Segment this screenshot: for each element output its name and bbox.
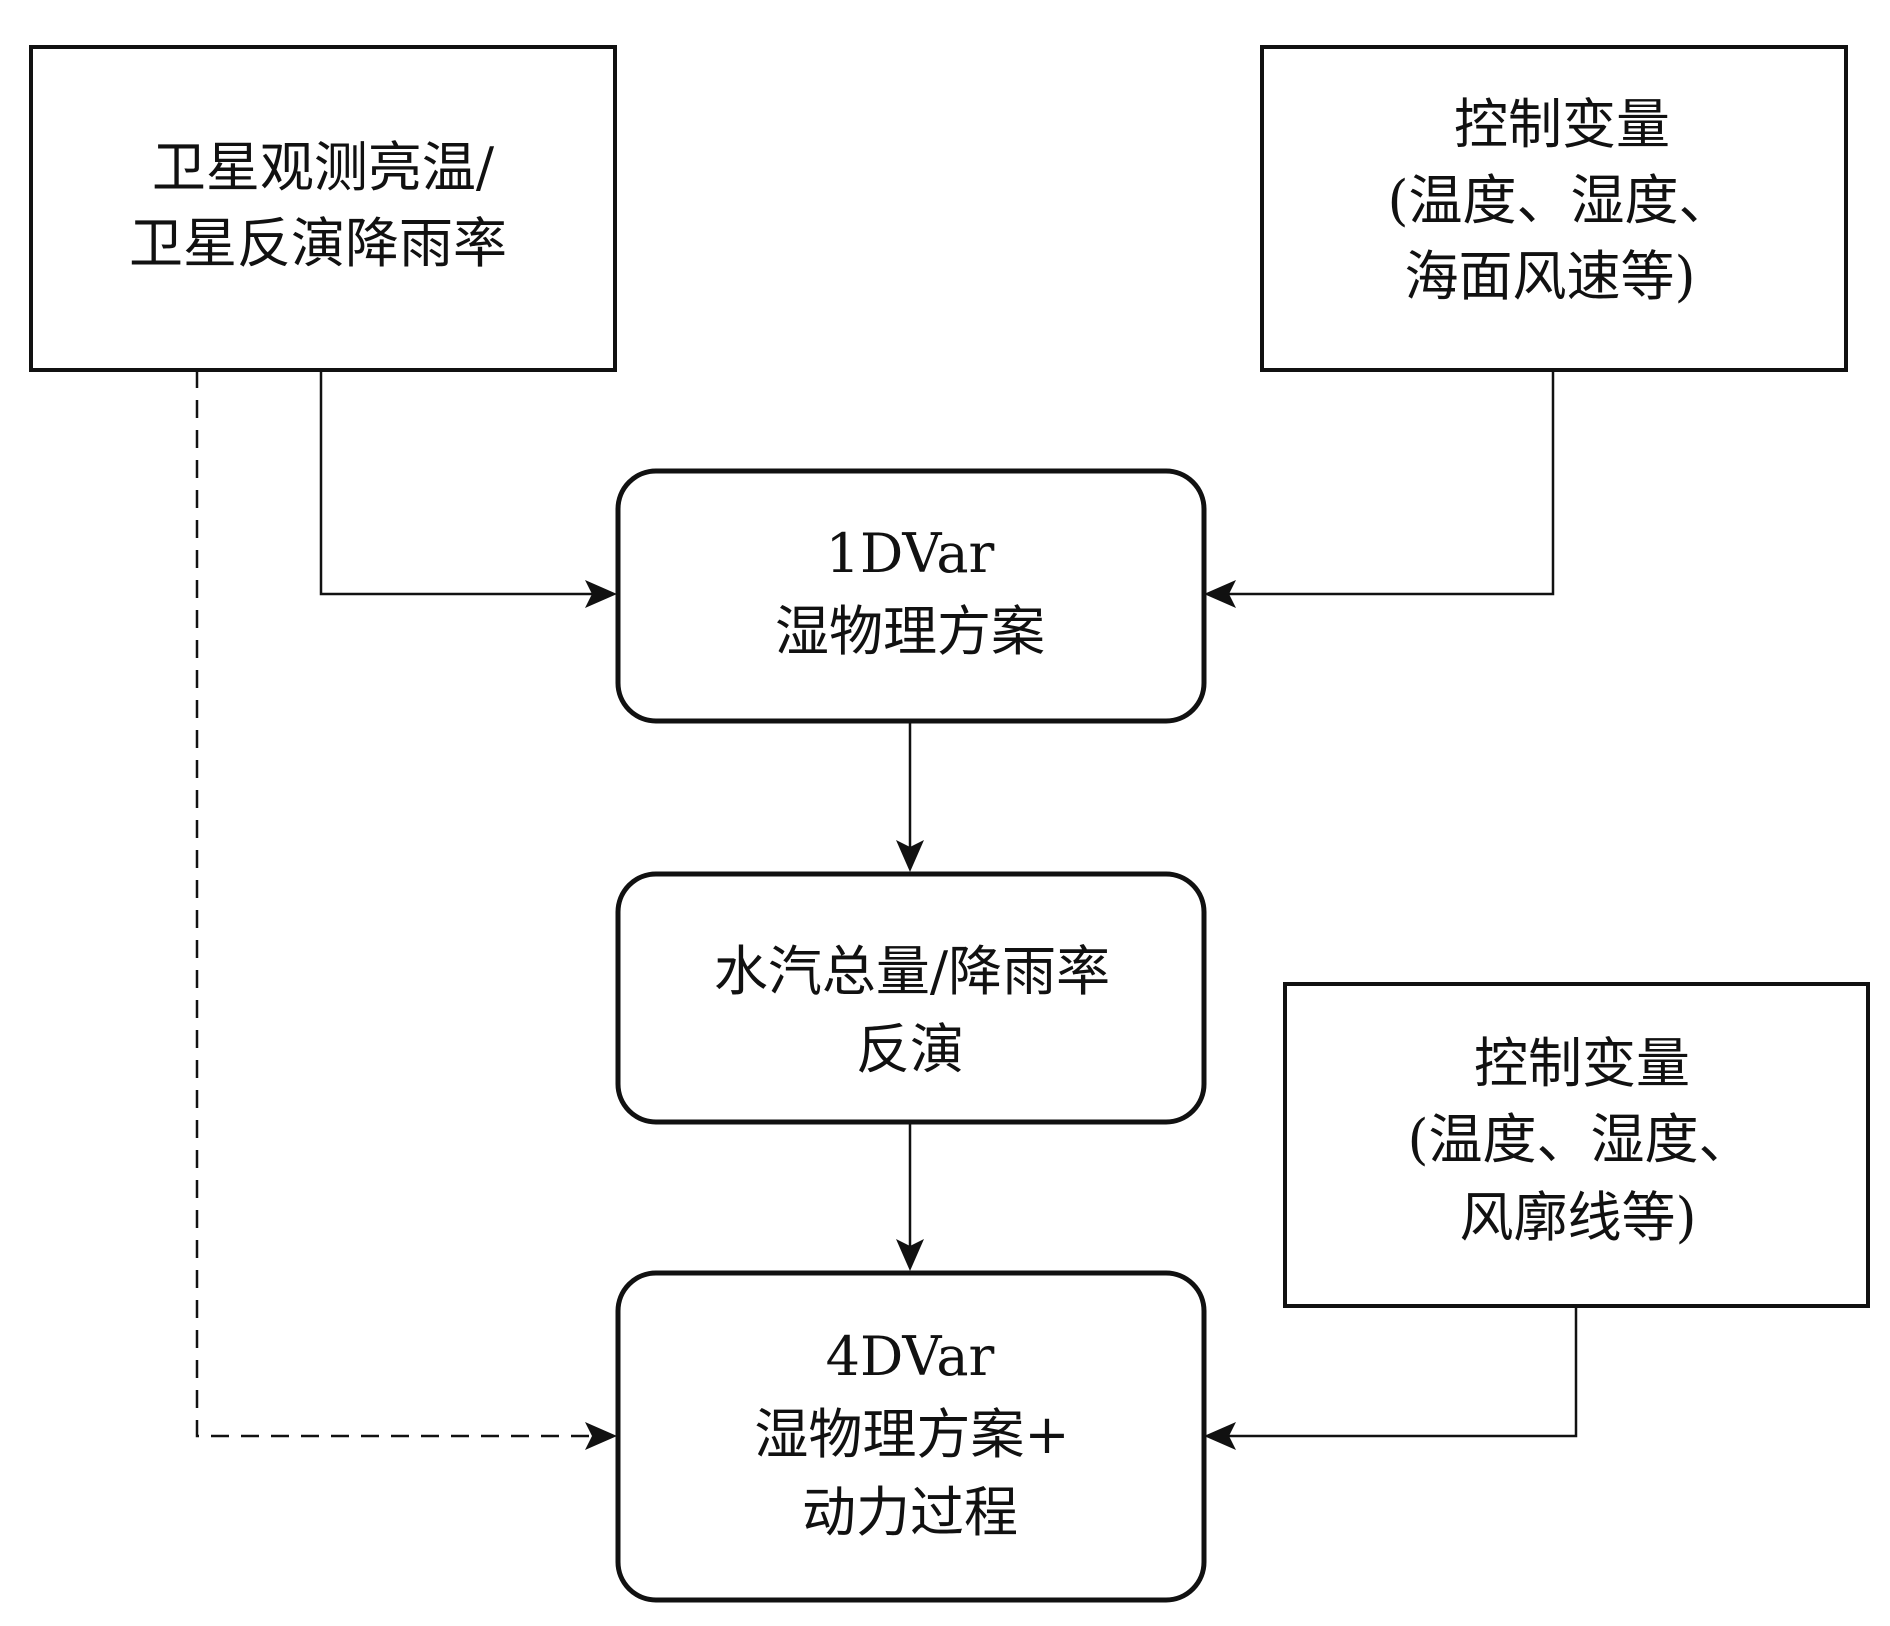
- node-label: 湿物理方案: [775, 600, 1045, 663]
- edge-control-bottom-to-4dvar: [1226, 1306, 1578, 1438]
- node-label: 卫星观测亮温/: [152, 136, 495, 199]
- node-label: 动力过程: [802, 1481, 1018, 1544]
- node-label: 反演: [856, 1018, 964, 1081]
- arrowhead: [585, 1422, 617, 1450]
- node-label: 4DVar: [826, 1325, 995, 1388]
- node-label: 风廓线等): [1459, 1186, 1696, 1249]
- node-control-bottom: 控制变量 (温度、湿度、 风廓线等): [1283, 982, 1870, 1308]
- arrowhead: [896, 1239, 924, 1271]
- node-label: (温度、湿度、: [1387, 169, 1732, 232]
- node-4dvar: 4DVar 湿物理方案+ 动力过程: [615, 1270, 1207, 1603]
- node-label: 控制变量: [1454, 93, 1670, 156]
- node-satellite: 卫星观测亮温/ 卫星反演降雨率: [29, 45, 617, 372]
- node-1dvar: 1DVar 湿物理方案: [615, 468, 1207, 724]
- edge-satellite-to-1dvar: [319, 370, 595, 596]
- arrowhead: [585, 580, 617, 608]
- node-control-top: 控制变量 (温度、湿度、 海面风速等): [1260, 45, 1848, 372]
- arrowhead: [1204, 580, 1236, 608]
- node-label: (温度、湿度、: [1407, 1108, 1752, 1171]
- edge-control-top-to-1dvar: [1226, 370, 1555, 596]
- node-label: 1DVar: [826, 522, 995, 585]
- edge-satellite-to-4dvar-dashed: [195, 370, 595, 1438]
- node-label: 水汽总量/降雨率: [714, 940, 1110, 1003]
- arrowhead: [1204, 1422, 1236, 1450]
- node-label: 控制变量: [1474, 1032, 1690, 1095]
- node-label: 湿物理方案+: [754, 1403, 1069, 1466]
- arrowhead: [896, 840, 924, 872]
- node-label: 海面风速等): [1404, 245, 1695, 308]
- node-label: 卫星反演降雨率: [129, 212, 507, 275]
- node-retrieval: 水汽总量/降雨率 反演: [615, 871, 1207, 1125]
